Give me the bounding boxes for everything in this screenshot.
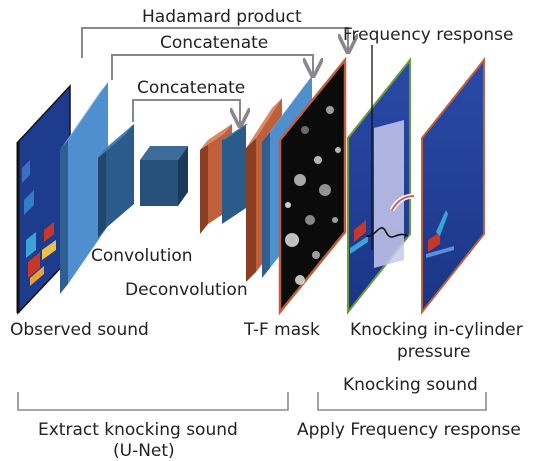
extract-bracket (17, 392, 289, 411)
hadamard-label: Hadamard product (142, 7, 302, 27)
bottleneck-block (140, 146, 188, 206)
knocking-pressure-label-line2: pressure (397, 342, 470, 362)
observed-sound-label: Observed sound (10, 320, 149, 340)
tf-mask-image (278, 56, 347, 316)
tf-mask-label: T-F mask (243, 320, 320, 340)
knocking-pressure-spectrogram (421, 57, 485, 315)
frequency-response-label: Frequency response (343, 25, 513, 45)
apply-bracket (317, 392, 487, 411)
concatenate-outer-connector (111, 54, 313, 80)
knocking-sound-spectrogram (347, 57, 415, 315)
extract-label-line1: Extract knocking sound (38, 420, 238, 440)
concatenate-inner-connector (132, 99, 240, 124)
frequency-response-curve (365, 45, 409, 250)
convolution-label: Convolution (91, 246, 193, 266)
concatenate-outer-label: Concatenate (160, 33, 268, 53)
deconvolution-label: Deconvolution (125, 280, 248, 300)
apply-label: Apply Frequency response (297, 420, 521, 440)
hadamard-connector (81, 27, 348, 58)
concatenate-inner-label: Concatenate (137, 78, 245, 98)
observed-sound-spectrogram (16, 84, 71, 315)
encoder-block-2 (98, 124, 134, 238)
extract-label-line2: (U-Net) (113, 441, 175, 461)
knocking-sound-label: Knocking sound (343, 375, 478, 395)
knocking-pressure-label-line1: Knocking in-cylinder (350, 320, 523, 340)
decoder-block-1 (200, 124, 248, 234)
